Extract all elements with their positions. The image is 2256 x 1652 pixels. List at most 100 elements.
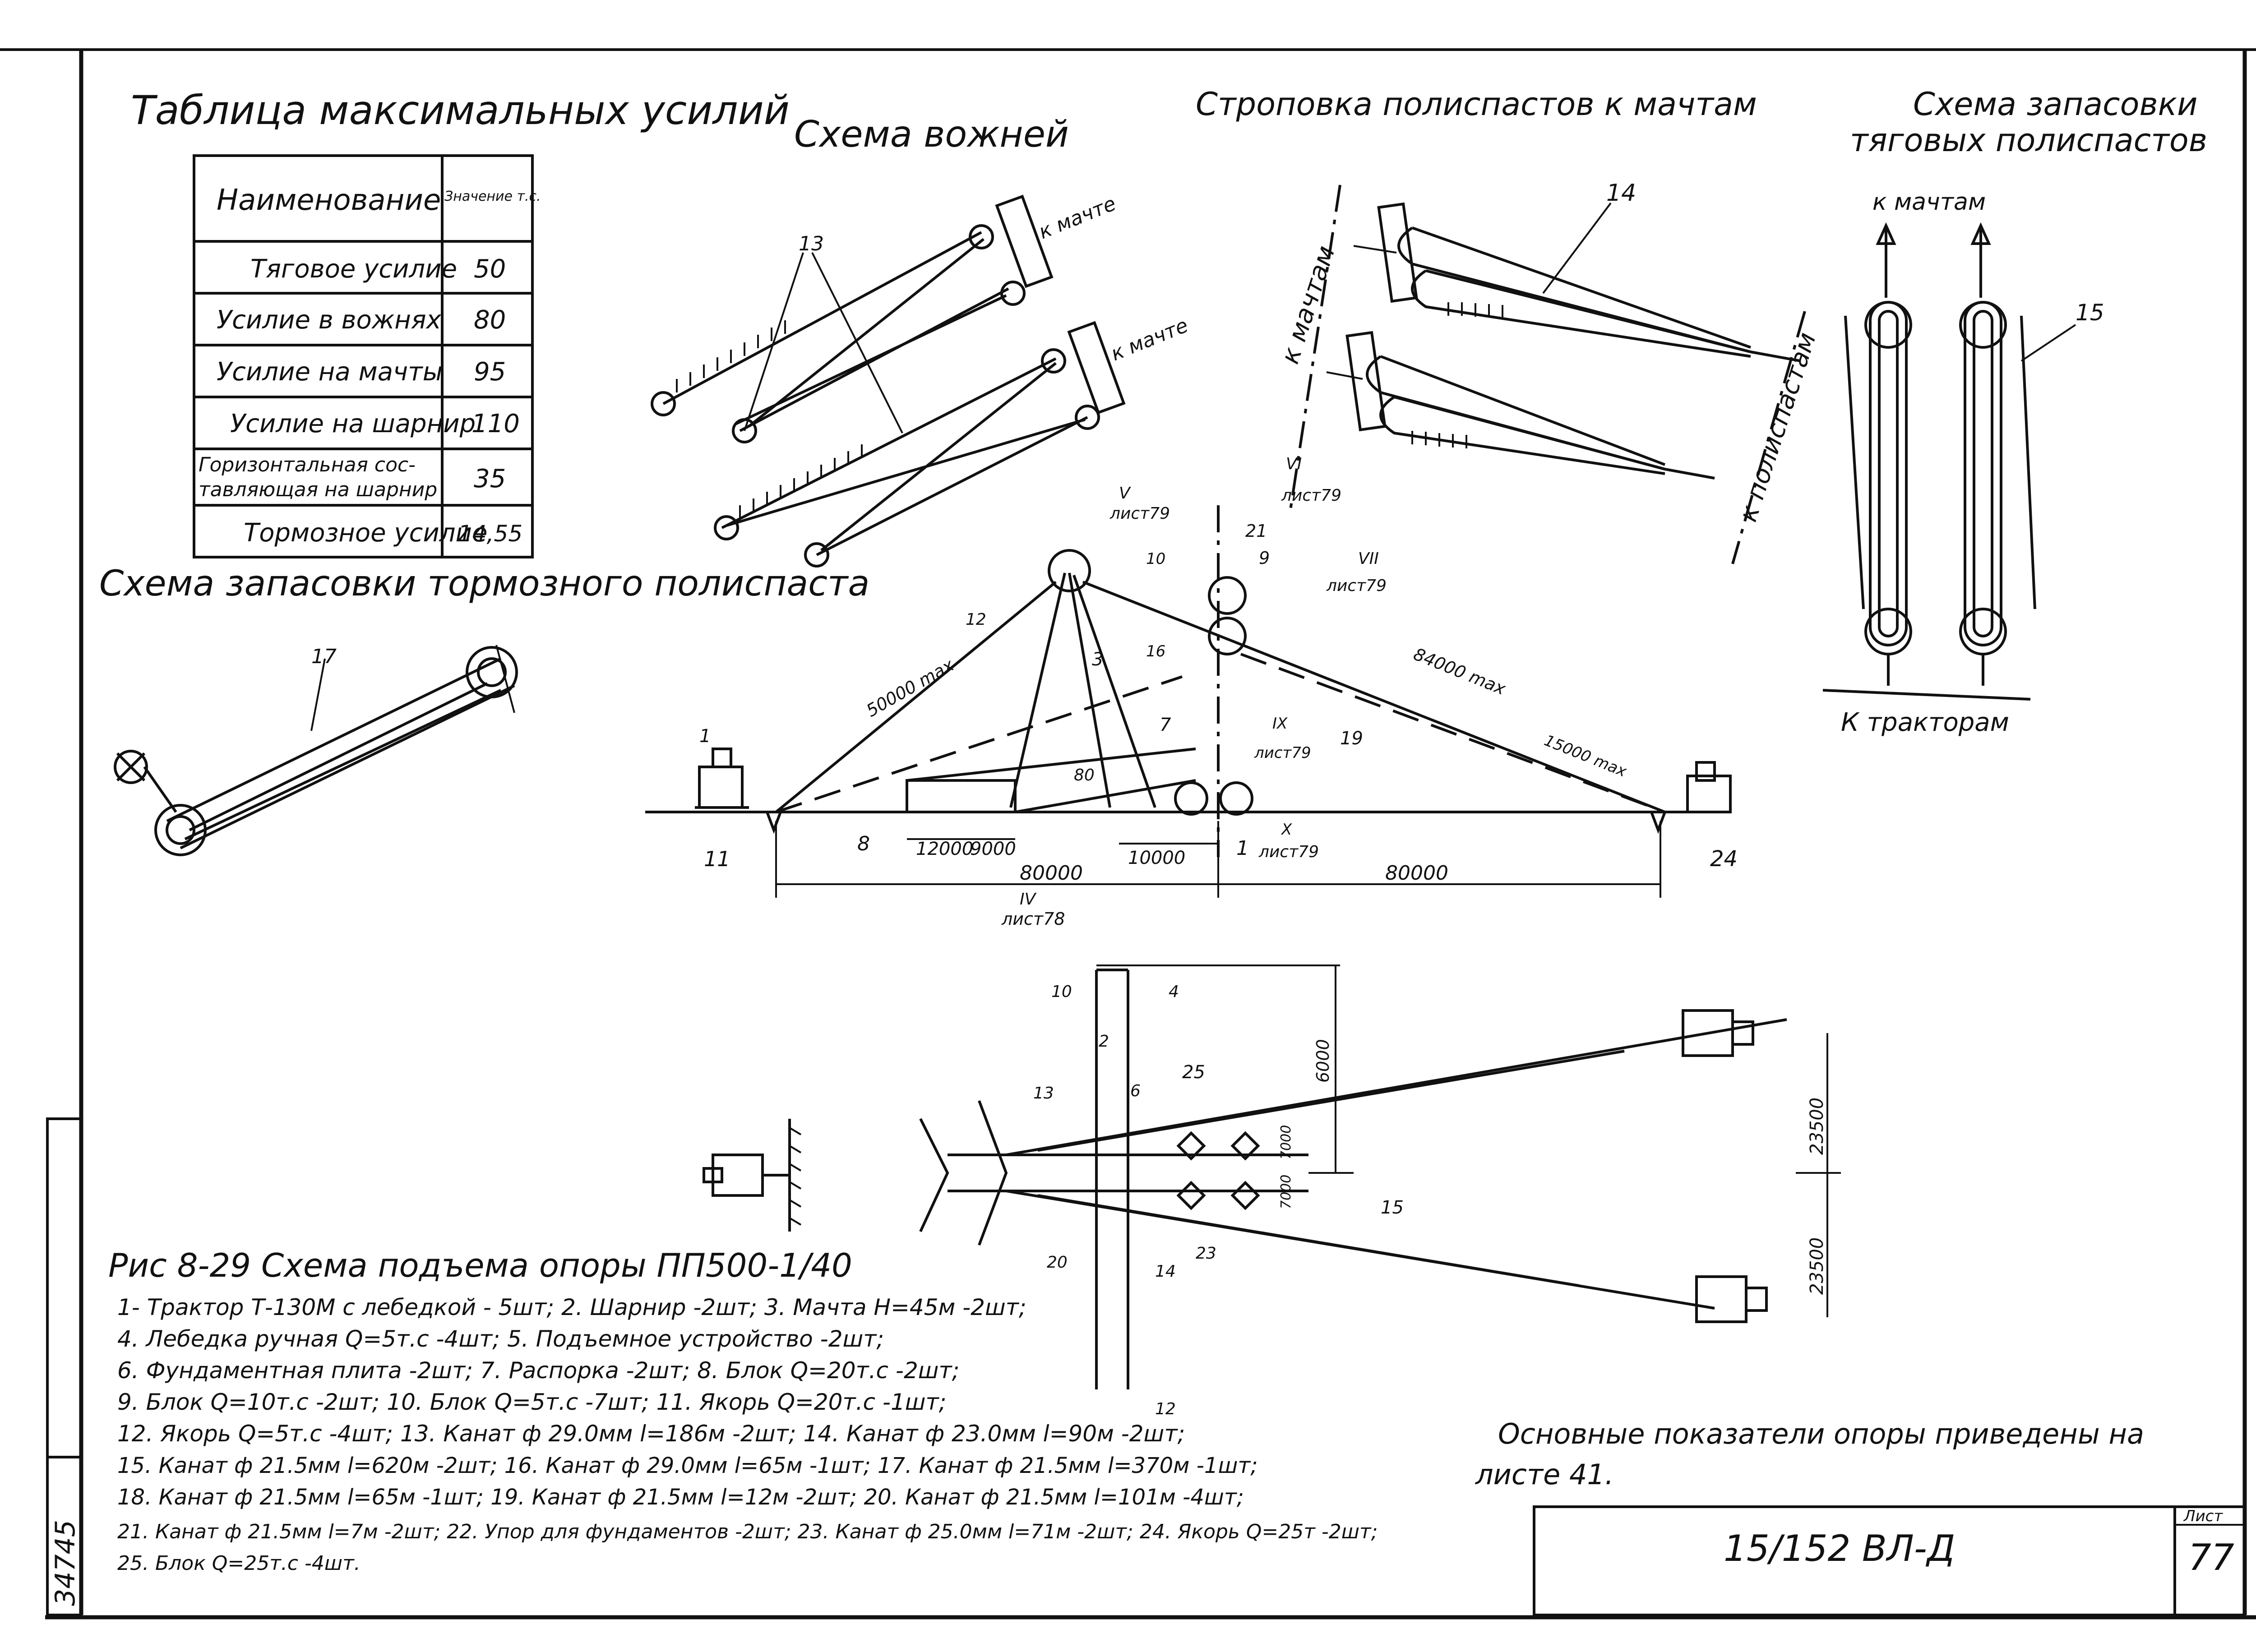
num-1: 1 <box>1236 837 1249 860</box>
num-10: 10 <box>1051 983 1072 1001</box>
num-20: 20 <box>1047 1253 1068 1272</box>
note-line-1: Основные показатели опоры приведены на <box>1498 1417 2144 1450</box>
roman-iv: IV <box>1020 890 1037 909</box>
sheet78-ref: лист78 <box>1001 909 1065 929</box>
num-16: 16 <box>1146 642 1165 660</box>
table-row-value: 80 <box>474 305 506 335</box>
sheet79-ref: лист79 <box>1281 486 1341 505</box>
table-row-value: 50 <box>474 254 506 284</box>
traction-reeving-title-2: тяговых полиспастов <box>1850 122 2207 159</box>
roman-ix: IX <box>1272 715 1288 733</box>
num-4: 4 <box>1169 983 1179 1001</box>
traction-reeving-scheme <box>1822 222 2076 701</box>
sheet79-ref: лист79 <box>1258 843 1319 861</box>
caption-line: 4. Лебедка ручная Q=5т.с -4шт; 5. Подъем… <box>117 1326 884 1352</box>
table-row-name: Усилие на шарнир <box>230 409 476 438</box>
dim-50000: 50000 max <box>863 655 957 721</box>
caption-line: 21. Канат ф 21.5мм l=7м -2шт; 22. Упор д… <box>117 1520 1378 1543</box>
dim-80000-right: 80000 <box>1385 862 1448 885</box>
to-mast-label: к мачте <box>1108 314 1191 365</box>
dim-10000: 10000 <box>1128 848 1185 868</box>
sheet-label: Лист <box>2183 1507 2223 1525</box>
slinging-title: Строповка полиспастов к мачтам <box>1196 86 1757 123</box>
to-tractors-label: К тракторам <box>1841 708 2009 737</box>
sheet79-ref: лист79 <box>1110 504 1170 523</box>
num-12: 12 <box>1155 1400 1176 1418</box>
caption-line: 6. Фундаментная плита -2шт; 7. Распорка … <box>117 1357 960 1384</box>
dim-7000: 7000 <box>1278 1175 1294 1209</box>
roman-vii: VII <box>1358 549 1379 568</box>
to-mast-label: к мачте <box>1036 192 1119 244</box>
table-row-name: тавляющая на шарнир <box>199 478 437 501</box>
caption-line: 25. Блок Q=25т.с -4шт. <box>117 1552 361 1575</box>
plan-view <box>703 964 1841 1389</box>
table-row-value: 110 <box>472 409 520 438</box>
dim-23500: 23500 <box>1807 1098 1827 1155</box>
max-forces-title: Таблица максимальных усилий <box>131 87 790 134</box>
dim-12000: 12000 <box>916 839 973 859</box>
side-number: 34745 <box>50 1520 81 1606</box>
brake-reeving-scheme <box>114 645 518 856</box>
table-row-name: Тяговое усилие <box>250 254 457 284</box>
table-header-name: Наименование <box>217 184 441 217</box>
dim-9000: 9000 <box>970 839 1016 859</box>
dim-23500: 23500 <box>1807 1237 1827 1295</box>
dim-84000: 84000 max <box>1411 644 1509 699</box>
num-11: 11 <box>704 847 730 871</box>
to-masts-upper-label: к мачтам <box>1872 189 1986 216</box>
sheet-number: 77 <box>2188 1537 2234 1578</box>
num-15: 15 <box>1381 1197 1404 1218</box>
caption-line: 15. Канат ф 21.5мм l=620м -2шт; 16. Кана… <box>117 1453 1258 1478</box>
table-row-value: 95 <box>474 357 506 387</box>
table-header-value: Значение т.с. <box>444 189 541 204</box>
table-row-name: Усилие на мачты <box>217 357 443 387</box>
dim-15000: 15000 max <box>1542 731 1630 781</box>
sheet79-ref: лист79 <box>1254 744 1311 762</box>
num-13: 13 <box>1033 1084 1054 1103</box>
table-row-name: Горизонтальная сос- <box>199 453 416 476</box>
caption-line: 1- Трактор Т-130М с лебедкой - 5шт; 2. Ш… <box>117 1294 1026 1320</box>
note-line-2: листе 41. <box>1475 1458 1614 1491</box>
label-14: 14 <box>1606 180 1636 207</box>
label-15: 15 <box>2076 300 2104 326</box>
num-12: 12 <box>966 610 986 629</box>
num-80: 80 <box>1074 766 1095 784</box>
num-9: 9 <box>1259 548 1270 568</box>
caption-line: 18. Канат ф 21.5мм l=65м -1шт; 19. Канат… <box>117 1485 1244 1510</box>
brake-reeving-title: Схема запасовки тормозного полиспаста <box>99 563 869 604</box>
label-13: 13 <box>799 232 824 255</box>
table-row-value: 35 <box>474 464 506 494</box>
title-block <box>1533 1505 2246 1616</box>
num-1: 1 <box>699 726 711 747</box>
table-row-value: 14,55 <box>458 521 522 547</box>
sheet79-ref: лист79 <box>1326 577 1387 595</box>
roman-v: V <box>1119 484 1131 503</box>
caption-line: 12. Якорь Q=5т.с -4шт; 13. Канат ф 29.0м… <box>117 1421 1185 1447</box>
num-21: 21 <box>1245 521 1267 541</box>
side-elevation <box>645 505 1732 898</box>
num-19: 19 <box>1340 728 1363 749</box>
to-tackles-label: к полиспастам <box>1733 329 1822 525</box>
roman-vi: VI <box>1286 455 1302 473</box>
roman-x: X <box>1281 821 1292 839</box>
num-24: 24 <box>1710 846 1738 872</box>
guys-scheme-title: Схема вожней <box>794 113 1069 155</box>
label-17: 17 <box>311 645 337 668</box>
dim-80000: 80000 <box>1020 862 1083 885</box>
num-23: 23 <box>1196 1244 1216 1263</box>
max-forces-table <box>193 154 534 558</box>
num-6: 6 <box>1130 1082 1141 1100</box>
dim-6000: 6000 <box>1313 1039 1333 1083</box>
traction-reeving-title-1: Схема запасовки <box>1913 86 2197 123</box>
figure-caption-title: Рис 8-29 Схема подъема опоры ПП500-1/40 <box>108 1246 852 1284</box>
sheet-frame <box>0 48 2256 1620</box>
num-3: 3 <box>1092 649 1103 670</box>
slinging-scheme <box>1289 185 1806 564</box>
guys-scheme <box>651 194 1126 568</box>
num-7: 7 <box>1160 715 1171 735</box>
num-2: 2 <box>1099 1032 1109 1051</box>
dim-7000: 7000 <box>1278 1125 1294 1159</box>
num-10: 10 <box>1146 550 1165 568</box>
num-8: 8 <box>857 832 870 855</box>
